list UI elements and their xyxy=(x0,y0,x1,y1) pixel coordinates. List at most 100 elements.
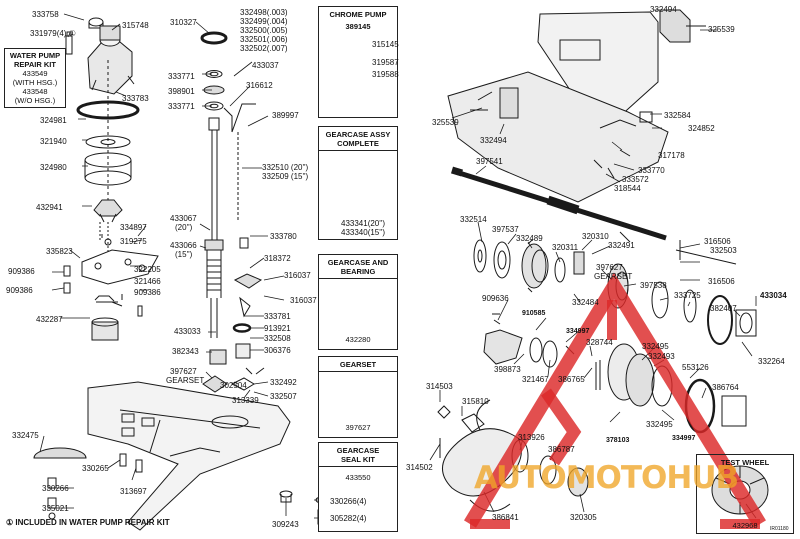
gearcase-assy-number-15: 433340(15'') xyxy=(341,228,385,237)
part-label: 332493 xyxy=(648,352,675,361)
water-pump-kit-line4: (WITH HSG.) xyxy=(12,78,58,87)
part-label: 322205 xyxy=(134,265,161,274)
part-label: 330265 xyxy=(82,464,109,473)
part-label: 332475 xyxy=(12,431,39,440)
part-label: 333780 xyxy=(270,232,297,241)
part-label: 333783 xyxy=(122,94,149,103)
part-label: 332489 xyxy=(516,234,543,243)
part-label: 330266(4) xyxy=(330,497,367,506)
part-label: 319587 xyxy=(372,58,399,67)
part-label: 432941 xyxy=(36,203,63,212)
part-label: 332501(.006) xyxy=(240,35,288,44)
part-label: (20'') xyxy=(175,223,193,232)
seal-kit-title-2: SEAL KIT xyxy=(340,455,376,464)
part-label: 319275 xyxy=(120,237,147,246)
part-label: 333781 xyxy=(264,312,291,321)
part-label: 313339 xyxy=(232,396,259,405)
footnote: ① INCLUDED IN WATER PUMP REPAIR KIT xyxy=(6,518,170,527)
water-pump-kit-line1: WATER PUMP xyxy=(9,51,61,60)
part-label: 316037 xyxy=(284,271,311,280)
part-label: 321940 xyxy=(40,137,67,146)
part-label: 909636 xyxy=(482,294,509,303)
part-label: 319588 xyxy=(372,70,399,79)
part-label: 318372 xyxy=(264,254,291,263)
part-label: 382407 xyxy=(710,304,737,313)
part-label: 433037 xyxy=(252,61,279,70)
part-label: GEARSET xyxy=(594,272,633,281)
part-label: 389997 xyxy=(272,111,299,120)
part-label: 382343 xyxy=(172,347,199,356)
part-label: 386764 xyxy=(712,383,739,392)
part-label: 909386 xyxy=(6,286,33,295)
part-label: 332494 xyxy=(650,5,677,14)
part-label: 332264 xyxy=(758,357,785,366)
part-label: 397538 xyxy=(640,281,667,290)
part-label: 398873 xyxy=(494,365,521,374)
part-label: 324852 xyxy=(688,124,715,133)
part-label: 333725 xyxy=(674,291,701,300)
part-label: 397627 xyxy=(170,367,197,376)
upper-gearcase-group xyxy=(447,9,706,203)
part-label: 433066 xyxy=(170,241,197,250)
part-label: 330266 xyxy=(42,484,69,493)
part-label: 310327 xyxy=(170,18,197,27)
part-label: 334897 xyxy=(120,223,147,232)
part-label: 333572 xyxy=(622,175,649,184)
water-pump-kit-line2: REPAIR KIT xyxy=(14,60,56,69)
gearset-title: GEARSET xyxy=(339,360,377,369)
part-label: 313697 xyxy=(120,487,147,496)
part-label: 316506 xyxy=(704,237,731,246)
gearcase-assy-box: GEARCASE ASSY COMPLETE 433341(20'') 4333… xyxy=(318,126,398,240)
propshaft-group xyxy=(450,166,667,241)
part-label: 332508 xyxy=(264,334,291,343)
water-pump-kit-line6: (W/O HSG.) xyxy=(14,96,56,105)
part-label: 332500(.005) xyxy=(240,26,288,35)
chrome-pump-box: CHROME PUMP 389145 xyxy=(318,6,398,118)
part-label: 315748 xyxy=(122,21,149,30)
part-label: 386765 xyxy=(558,375,585,384)
part-label: 320311 xyxy=(552,243,579,252)
part-label: 553126 xyxy=(682,363,709,372)
part-label: 328744 xyxy=(586,338,613,347)
chrome-pump-number: 389145 xyxy=(345,22,371,31)
part-label: 324980 xyxy=(40,163,67,172)
part-label: 334997 xyxy=(566,328,590,335)
part-label: 397537 xyxy=(492,225,519,234)
part-label: 320305 xyxy=(570,513,597,522)
gearcase-housing xyxy=(87,381,291,531)
chrome-pump-title: CHROME PUMP xyxy=(329,10,387,19)
part-label: 333771 xyxy=(168,72,195,81)
gearcase-bearing-title-2: BEARING xyxy=(340,267,376,276)
part-label: 335823 xyxy=(46,247,73,256)
part-label: 386841 xyxy=(492,513,519,522)
part-label: 433033 xyxy=(174,327,201,336)
figure-code: IR01180 xyxy=(770,526,789,532)
gearcase-assy-title-2: COMPLETE xyxy=(337,139,379,148)
part-label: 317178 xyxy=(658,151,685,160)
part-label: (15'') xyxy=(175,250,193,259)
part-label: 432287 xyxy=(36,315,63,324)
watermark-triangle xyxy=(464,272,766,529)
part-label: 433034 xyxy=(760,291,787,300)
part-label: 315145 xyxy=(372,40,399,49)
part-label: 909386 xyxy=(134,288,161,297)
part-label: 318544 xyxy=(614,184,641,193)
part-label: 332498(.003) xyxy=(240,8,288,17)
part-label: 325539 xyxy=(708,25,735,34)
water-pump-housing-group xyxy=(65,17,140,223)
part-label: 332507 xyxy=(270,392,297,401)
part-label: 332494 xyxy=(480,136,507,145)
part-label: 324981 xyxy=(40,116,67,125)
part-label: 305282(4) xyxy=(330,514,367,523)
water-pump-kit-line5: 433548 xyxy=(22,87,48,96)
part-label: 316037 xyxy=(290,296,317,305)
water-tube-and-plate-group xyxy=(63,222,159,341)
part-label: 332509 (15'') xyxy=(262,172,309,181)
part-label: 332492 xyxy=(270,378,297,387)
part-label: 321466 xyxy=(134,277,161,286)
part-label: 913921 xyxy=(264,324,291,333)
part-label: GEARSET xyxy=(166,376,205,385)
part-label: 333758 xyxy=(32,10,59,19)
watermark-text: AUTOMOTOHUB xyxy=(474,460,739,496)
